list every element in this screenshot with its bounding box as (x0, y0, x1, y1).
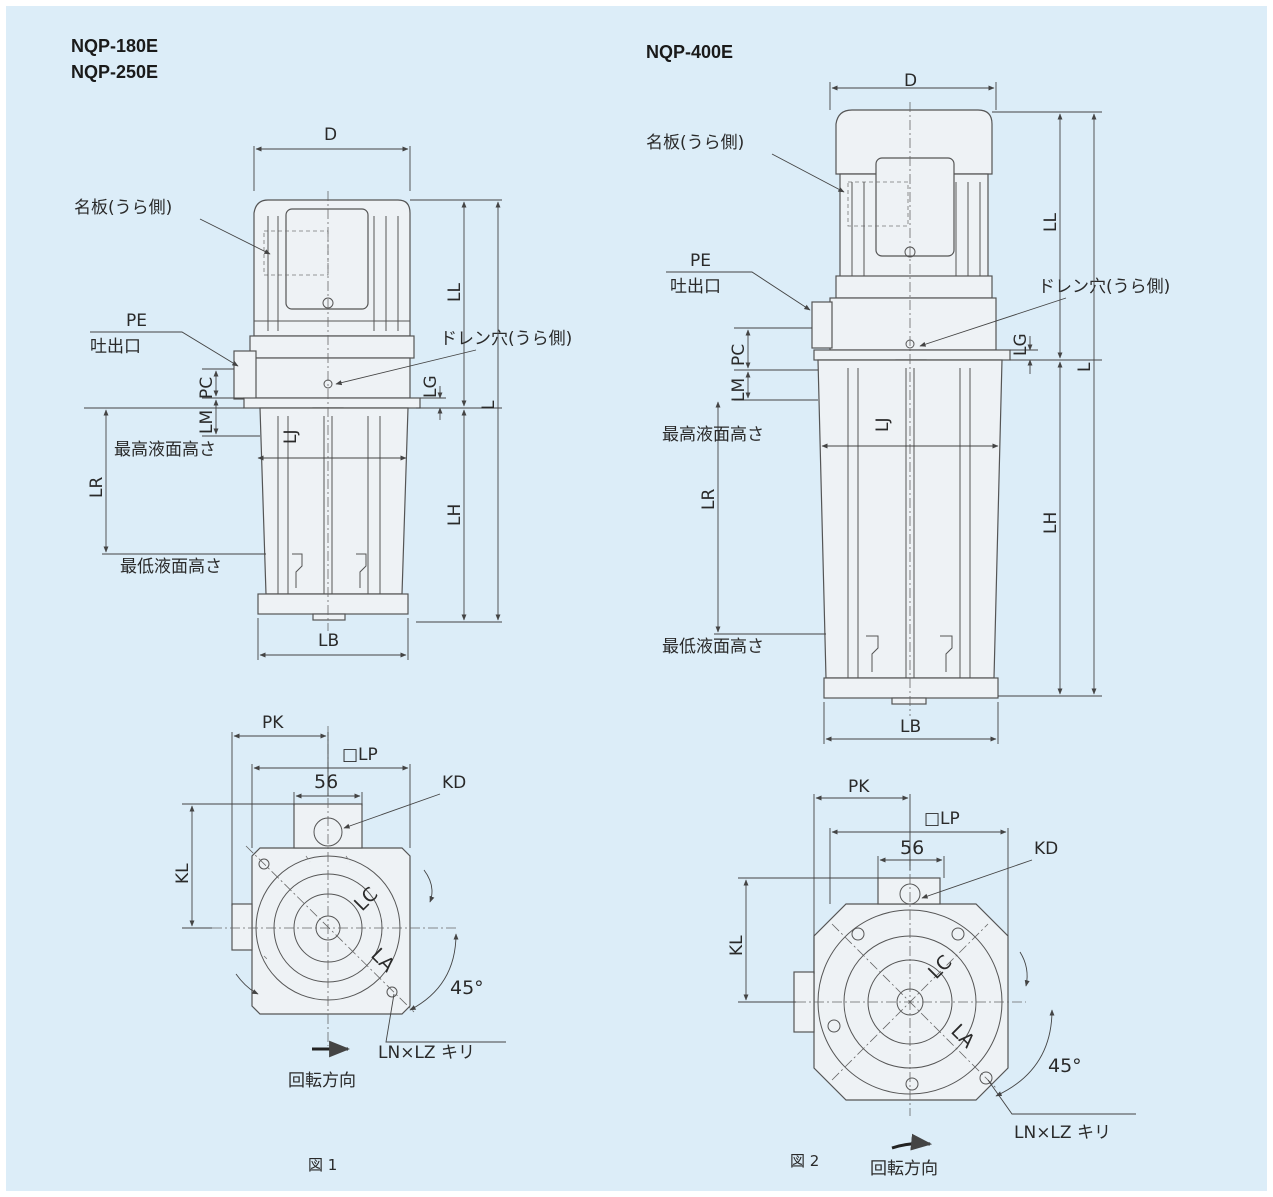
fig1-dim-pk: PK (262, 713, 284, 733)
fig1-pe-label: PE (126, 311, 147, 331)
fig2-dim-lg: LG (1011, 333, 1031, 356)
fig2-dim-56: 56 (900, 837, 924, 859)
fig2-nameplate-label: 名板(うら側) (646, 133, 744, 153)
fig1-dim-lh: LH (445, 504, 465, 526)
fig2-max-level: 最高液面高さ (662, 425, 764, 445)
fig2-dim-lm: LM (729, 378, 749, 402)
fig1-dim-l: L (479, 400, 499, 410)
fig2-rotation-arrow-icon (891, 1133, 933, 1151)
fig1-dim-d: D (324, 125, 337, 145)
fig1-min-level: 最低液面高さ (120, 557, 222, 577)
fig1-dim-lp: □LP (342, 745, 378, 765)
fig1-nameplate-label: 名板(うら側) (74, 198, 172, 218)
fig2-caption: 図 2 (790, 1152, 819, 1170)
fig2-outlet-label: 吐出口 (670, 277, 721, 297)
fig1-side-view: NQP-180E NQP-250E (71, 36, 572, 660)
fig2-dim-pc: PC (729, 344, 749, 366)
fig1-holes-label: LN×LZ キリ (378, 1043, 475, 1063)
fig1-column (257, 407, 409, 621)
fig2-motor (835, 109, 993, 299)
fig1-dim-lg: LG (421, 375, 441, 398)
fig2-dim-pk: PK (848, 777, 870, 797)
fig2-title: NQP-400E (646, 42, 733, 62)
fig1-dim-pc: PC (197, 377, 217, 399)
fig1-angle: 45° (450, 977, 484, 999)
fig2-dim-d: D (904, 71, 917, 91)
fig2-dim-lj: LJ (873, 418, 893, 433)
fig1-caption: 図 1 (308, 1156, 337, 1174)
fig2-dim-lp: □LP (924, 809, 960, 829)
fig1-dim-lj: LJ (281, 430, 301, 445)
fig2-side-view: NQP-400E D 名板 (646, 42, 1170, 744)
fig2-dim-lr: LR (699, 489, 719, 510)
fig2-dim-kd: KD (1034, 839, 1058, 859)
pump-dimension-drawing: NQP-180E NQP-250E (71, 36, 1170, 1179)
fig1-motor (249, 199, 415, 359)
fig2-dim-lb: LB (900, 717, 921, 737)
fig2-min-level: 最低液面高さ (662, 637, 764, 657)
fig1-dim-56: 56 (314, 771, 338, 793)
fig1-dim-lm: LM (197, 410, 217, 434)
fig1-dim-kd: KD (442, 773, 466, 793)
drawing-sheet: NQP-180E NQP-250E (6, 6, 1267, 1191)
fig1-drain-label: ドレン穴(うら側) (440, 329, 572, 349)
fig2-plan-view: PK □LP 56 KD KL LC LA 45° LN×LZ キリ 回転方向 … (727, 777, 1136, 1179)
fig2-dim-kl: KL (727, 935, 747, 956)
fig1-dim-ll: LL (445, 283, 465, 302)
fig1-plan-view: PK □LP 56 KD KL LC LA 45° LN×LZ キリ 回転方向 … (173, 713, 506, 1174)
fig2-angle: 45° (1048, 1055, 1082, 1077)
fig1-dim-lr: LR (87, 477, 107, 498)
fig2-dim-lh: LH (1041, 512, 1061, 534)
fig1-title-2: NQP-250E (71, 62, 158, 82)
fig2-drain-label: ドレン穴(うら側) (1038, 277, 1170, 297)
fig2-bracket (811, 297, 1011, 369)
fig1-outlet-label: 吐出口 (90, 337, 141, 357)
fig1-title-1: NQP-180E (71, 36, 158, 56)
fig1-rotation-label: 回転方向 (288, 1071, 356, 1091)
fig2-rotation-label: 回転方向 (870, 1159, 938, 1179)
fig2-dim-l: L (1075, 362, 1095, 372)
fig2-holes-label: LN×LZ キリ (1014, 1123, 1111, 1143)
fig2-dim-ll: LL (1041, 213, 1061, 232)
fig1-dim-kl: KL (173, 863, 193, 884)
fig1-max-level: 最高液面高さ (114, 440, 216, 460)
fig2-pe-label: PE (690, 251, 711, 271)
fig1-dim-lb: LB (318, 631, 339, 651)
fig1-bracket (233, 350, 421, 417)
